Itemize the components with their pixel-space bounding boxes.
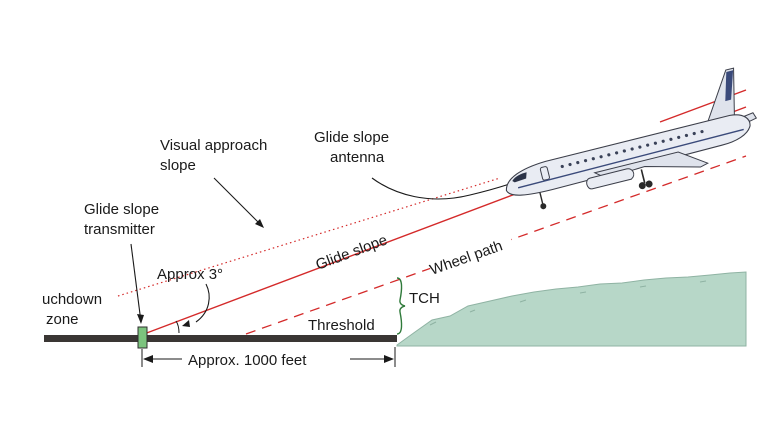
approx-angle-label: Approx 3° bbox=[157, 266, 223, 283]
glide-slope-transmitter bbox=[137, 326, 148, 349]
glide-slope-label-bg bbox=[311, 217, 401, 267]
glide-slope-transmitter-label-line2: transmitter bbox=[84, 221, 155, 238]
terrain-texture bbox=[429, 280, 707, 326]
threshold-label: Threshold bbox=[308, 317, 375, 334]
distance-arrow-right bbox=[384, 355, 394, 363]
tch-label: TCH bbox=[409, 290, 440, 307]
angle-arc-arrowhead bbox=[182, 320, 190, 327]
visual-approach-pointer bbox=[213, 177, 263, 227]
glide-slope-antenna-label-line2: antenna bbox=[330, 149, 385, 166]
aircraft-engine bbox=[586, 168, 635, 190]
aircraft-nose-gear bbox=[540, 203, 547, 210]
wheel-path-label-bg bbox=[427, 232, 515, 278]
visual-approach-pointer-arrowhead bbox=[255, 219, 264, 228]
angle-arc bbox=[175, 320, 180, 334]
glide-slope-antenna-label-line1: Glide slope bbox=[314, 129, 389, 146]
aircraft-fuselage bbox=[505, 114, 751, 196]
transmitter-pointer-arrowhead bbox=[137, 314, 144, 324]
aircraft-door bbox=[539, 166, 550, 181]
distance-arrow-left bbox=[143, 355, 153, 363]
terrain bbox=[396, 271, 747, 347]
aircraft bbox=[505, 67, 758, 210]
wheel-path-label: Wheel path bbox=[428, 237, 505, 278]
distance-label: Approx. 1000 feet bbox=[188, 352, 307, 369]
wheel-path-line bbox=[245, 155, 747, 335]
aircraft-cockpit bbox=[512, 172, 527, 183]
transmitter-pointer bbox=[130, 243, 142, 323]
visual-approach-label-line1: Visual approach bbox=[160, 137, 267, 154]
aircraft-main-gear bbox=[638, 182, 646, 190]
tch-bracket bbox=[396, 277, 406, 335]
touchdown-zone-label-line1: uchdown bbox=[42, 291, 102, 308]
visual-approach-label-line2: slope bbox=[160, 157, 196, 174]
aircraft-windows bbox=[560, 130, 704, 169]
touchdown-zone-label-line2: zone bbox=[46, 311, 79, 328]
angle-arc-pointer bbox=[195, 283, 210, 323]
glide-slope-transmitter-label-line1: Glide slope bbox=[84, 201, 159, 218]
runway bbox=[44, 335, 397, 342]
visual-approach-slope-line bbox=[117, 177, 501, 297]
